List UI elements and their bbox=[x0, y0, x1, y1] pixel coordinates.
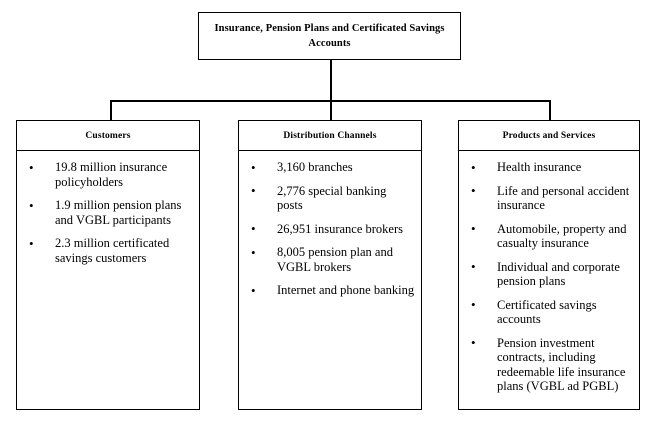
list-item: • Certificated savings accounts bbox=[469, 297, 633, 327]
list-item-text: Individual and corporate pension plans bbox=[497, 259, 620, 289]
list-item-text: Automobile, property and casualty insura… bbox=[497, 221, 627, 251]
bullet-icon: • bbox=[471, 335, 476, 350]
list-item-text: Life and personal accident insurance bbox=[497, 183, 630, 213]
list-item: • 2.3 million certificated savings custo… bbox=[27, 236, 193, 265]
list-item-text: Pension investment contracts, including … bbox=[497, 335, 626, 394]
bullet-icon: • bbox=[251, 282, 256, 298]
list-item: • Life and personal accident insurance bbox=[469, 183, 633, 213]
list-item: • Pension investment contracts, includin… bbox=[469, 335, 633, 394]
list-item-text: Health insurance bbox=[497, 160, 582, 174]
column-customers: Customers • 19.8 million insurance polic… bbox=[16, 120, 200, 410]
bullet-icon: • bbox=[471, 297, 476, 312]
list-item: • 19.8 million insurance policyholders bbox=[27, 160, 193, 189]
list-item-text: 26,951 insurance brokers bbox=[277, 221, 404, 236]
list-item: • Automobile, property and casualty insu… bbox=[469, 221, 633, 251]
list-item: • 26,951 insurance brokers bbox=[249, 221, 415, 236]
list-item-text: 2,776 special banking posts bbox=[277, 183, 387, 213]
list-item-text: Internet and phone banking bbox=[277, 283, 415, 297]
column-customers-header: Customers bbox=[17, 121, 199, 151]
list-item: • Individual and corporate pension plans bbox=[469, 259, 633, 289]
bullet-icon: • bbox=[251, 159, 256, 175]
connector-drop-customers bbox=[110, 100, 112, 121]
column-distribution-channels: Distribution Channels • 3,160 branches •… bbox=[238, 120, 422, 410]
bullet-icon: • bbox=[471, 159, 476, 175]
bullet-icon: • bbox=[29, 159, 34, 175]
bullet-icon: • bbox=[29, 197, 34, 213]
column-products-and-services-list: • Health insurance • Life and personal a… bbox=[459, 151, 639, 394]
column-customers-list: • 19.8 million insurance policyholders •… bbox=[17, 151, 199, 265]
bullet-icon: • bbox=[251, 183, 256, 198]
column-distribution-channels-list: • 3,160 branches • 2,776 special banking… bbox=[239, 151, 421, 298]
root-node: Insurance, Pension Plans and Certificate… bbox=[198, 12, 461, 60]
list-item: • Internet and phone banking bbox=[249, 283, 415, 298]
list-item-text: 2.3 million certificated savings custome… bbox=[55, 236, 170, 265]
connector-horizontal-bus bbox=[110, 100, 550, 102]
list-item: • Health insurance bbox=[469, 160, 633, 175]
list-item-text: 3,160 branches bbox=[277, 160, 353, 174]
list-item-text: 8,005 pension plan and VGBL brokers bbox=[277, 245, 393, 274]
column-distribution-channels-header: Distribution Channels bbox=[239, 121, 421, 151]
bullet-icon: • bbox=[471, 183, 476, 198]
bullet-icon: • bbox=[29, 235, 34, 251]
column-products-and-services-header: Products and Services bbox=[459, 121, 639, 151]
column-products-and-services: Products and Services • Health insurance… bbox=[458, 120, 640, 410]
list-item: • 1.9 million pension plans and VGBL par… bbox=[27, 198, 193, 227]
list-item-text: Certificated savings accounts bbox=[497, 297, 597, 327]
root-node-title: Insurance, Pension Plans and Certificate… bbox=[214, 22, 445, 49]
list-item: • 8,005 pension plan and VGBL brokers bbox=[249, 245, 415, 274]
bullet-icon: • bbox=[251, 221, 256, 236]
list-item-text: 19.8 million insurance policyholders bbox=[55, 160, 168, 189]
connector-drop-products bbox=[549, 100, 551, 121]
bullet-icon: • bbox=[471, 221, 476, 236]
list-item: • 2,776 special banking posts bbox=[249, 183, 415, 213]
bullet-icon: • bbox=[471, 259, 476, 274]
list-item: • 3,160 branches bbox=[249, 160, 415, 175]
bullet-icon: • bbox=[251, 244, 256, 260]
connector-trunk-vertical bbox=[330, 60, 332, 121]
list-item-text: 1.9 million pension plans and VGBL parti… bbox=[55, 198, 182, 227]
